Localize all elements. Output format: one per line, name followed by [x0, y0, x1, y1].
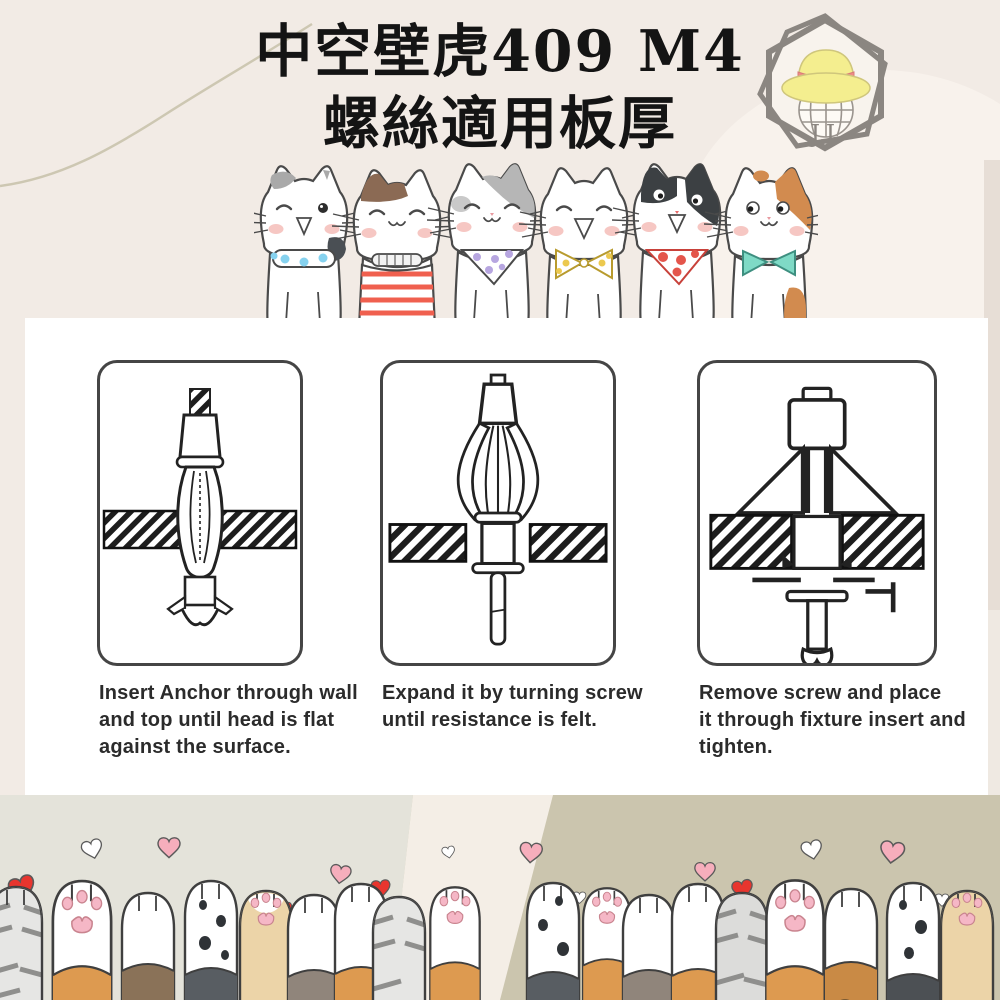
instruction-panel: Insert Anchor through wall and top until… — [25, 318, 988, 796]
purple-polka-bandana — [459, 249, 525, 286]
anchor-sleeve-and-screw — [471, 521, 525, 646]
background-right-strip-light — [984, 610, 1000, 795]
blue-polka-collar — [270, 249, 336, 268]
cat-teal-bowtie — [703, 167, 818, 322]
anchor-set-diagram — [709, 386, 925, 663]
anchor-insert-diagram — [102, 388, 298, 627]
cat-striped-shirt — [331, 169, 463, 322]
logo-monogram: J.L — [807, 120, 841, 148]
cat-paw-pink-pads — [51, 879, 113, 1000]
teal-bowtie — [742, 249, 796, 277]
anchor-expanding — [456, 373, 540, 524]
title-line-1: 中空壁虎409 M4 — [255, 18, 745, 85]
cat-paw-tan-pads — [939, 889, 995, 1000]
caption-line: and top until head is flat — [99, 709, 335, 731]
caption-line: tighten. — [699, 736, 773, 758]
cat-paw-tabby — [0, 885, 44, 1000]
cat-paw-taupe-arm — [286, 893, 342, 1000]
cat-paw-brown-arm — [823, 887, 879, 1000]
anchor-set-flat — [734, 386, 900, 515]
caption-line: against the surface. — [99, 736, 291, 758]
cat-paw-brown-arm — [120, 891, 176, 1000]
cat-purple-bandana — [426, 163, 558, 322]
cat-paw-taupe-arm — [621, 893, 677, 1000]
anchor-body — [166, 413, 234, 627]
cat-paw-tan-pads — [238, 889, 294, 1000]
cat-paw-pink-pads — [429, 886, 481, 1000]
yellow-polka-bowtie — [555, 248, 613, 280]
step-3-caption: Remove screw and place it through fixtur… — [699, 680, 999, 761]
paw-band — [0, 795, 1000, 1000]
step-2-diagram-box — [380, 360, 616, 666]
cat-red-bandana — [611, 163, 743, 322]
step-2-caption: Expand it by turning screw until resista… — [382, 680, 682, 734]
red-striped-shirt — [358, 263, 436, 322]
wall-cross-section — [102, 509, 298, 550]
removed-screw — [752, 577, 896, 663]
step-1-caption: Insert Anchor through wall and top until… — [99, 680, 399, 761]
cat-blue-collar — [254, 165, 370, 322]
stitched-collar — [371, 253, 423, 267]
caption-line: it through fixture insert and — [699, 709, 966, 731]
cat-paws — [0, 879, 995, 1000]
red-polka-bandana — [644, 249, 710, 286]
caption-line: Insert Anchor through wall — [99, 682, 358, 704]
cat-paw-tabby — [371, 895, 427, 1000]
cats-illustration — [254, 163, 818, 322]
brand-logo: J.L — [757, 13, 888, 152]
screwdriver-tip — [189, 388, 211, 418]
cat-paw-dalmatian — [885, 881, 941, 1000]
wall-cross-section — [388, 523, 608, 563]
logo-straw-hat-icon — [781, 49, 871, 104]
background-right-strip — [984, 160, 1000, 610]
background-wavy-line — [0, 22, 313, 188]
step-1-diagram-box — [97, 360, 303, 666]
logo-hexagon-rotated — [757, 13, 888, 149]
cat-paw-dalmatian — [525, 881, 581, 1000]
page-title: 中空壁虎409 M4 螺絲適用板厚 — [0, 16, 1000, 160]
caption-line: Expand it by turning screw — [382, 682, 643, 704]
caption-line: until resistance is felt. — [382, 709, 598, 731]
cat-paw-dalmatian — [183, 879, 239, 1000]
cat-paw-tabby — [714, 891, 770, 1000]
step-3-diagram-box — [697, 360, 937, 666]
cat-paw-pink-pads — [765, 879, 825, 1000]
wall-cross-section — [709, 513, 925, 570]
cat-yellow-bowtie — [518, 167, 650, 322]
anchor-expand-diagram — [388, 373, 608, 646]
title-line-2: 螺絲適用板厚 — [323, 90, 677, 157]
caption-line: Remove screw and place — [699, 682, 942, 704]
